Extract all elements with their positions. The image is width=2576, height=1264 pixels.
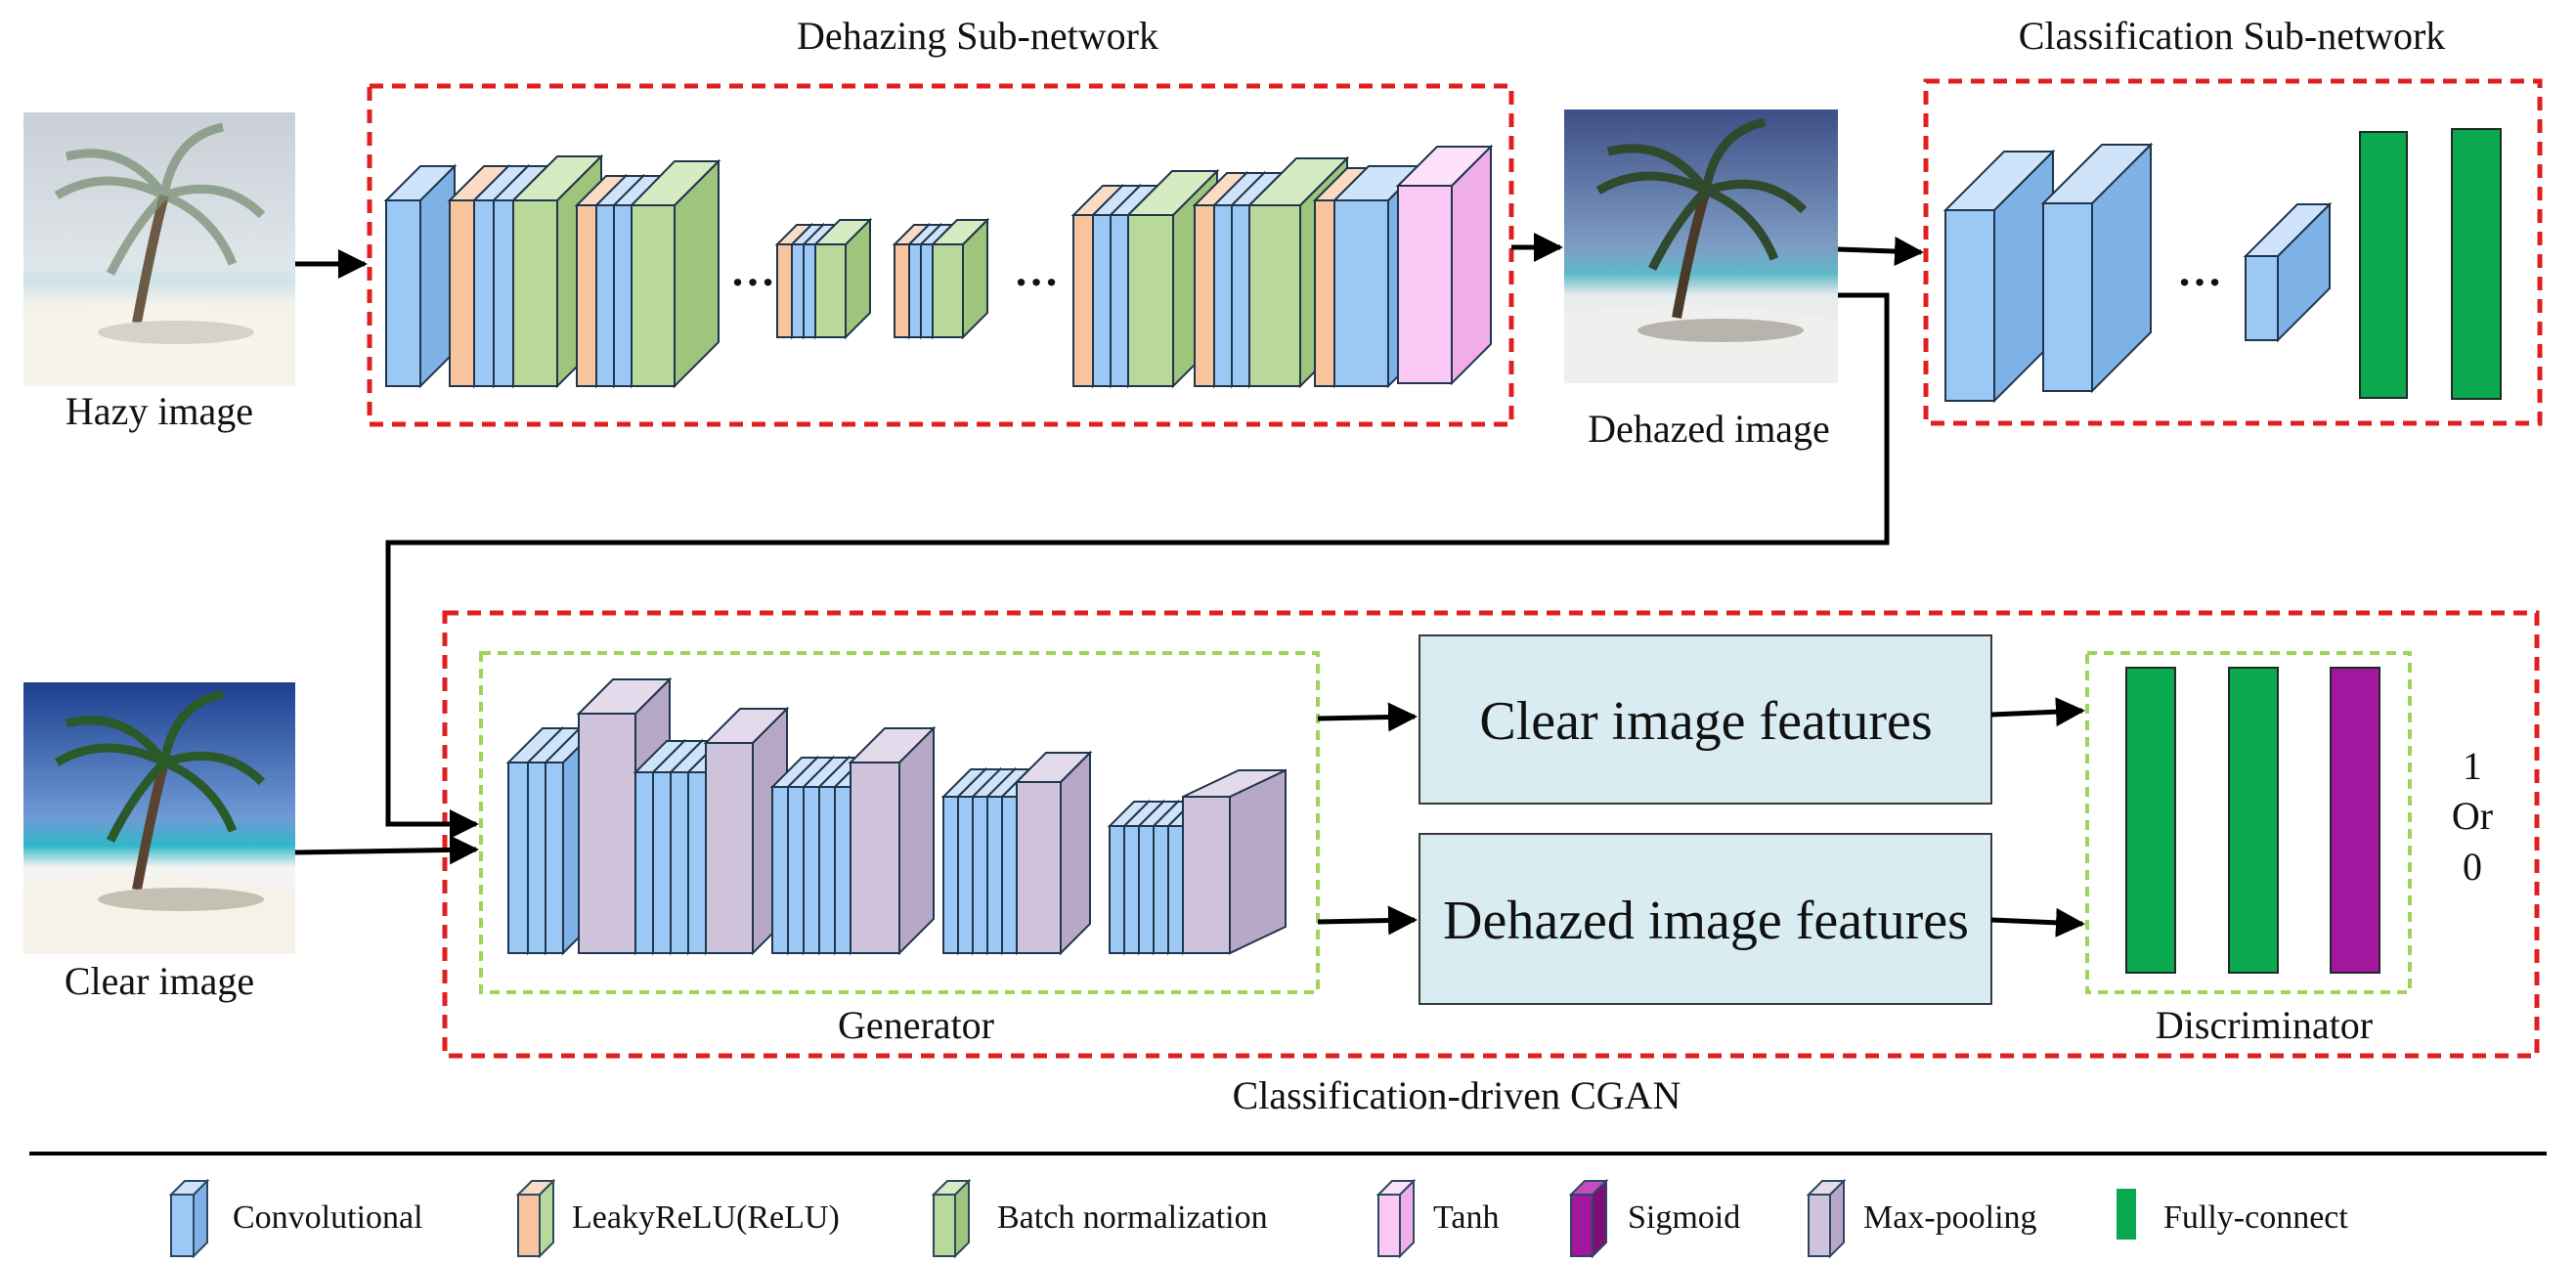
fully-connect-layer xyxy=(2228,667,2279,974)
fully-connect-layer xyxy=(2125,667,2176,974)
discriminator-frame xyxy=(2085,651,2412,994)
generator-to-clear-features-arrow xyxy=(1317,702,1418,732)
cgan-frame xyxy=(442,610,2540,1059)
output-value-0: 0 xyxy=(2463,845,2482,889)
ellipsis: … xyxy=(1014,245,1059,295)
dehazed-to-generator-path xyxy=(385,292,1890,839)
cgan-title: Classification-driven CGAN xyxy=(1233,1073,1681,1117)
batchnorm-layer xyxy=(812,217,873,340)
legend-item-tanh: Tanh xyxy=(1375,1178,1500,1259)
legend-item-maxpooling: Max-pooling xyxy=(1806,1178,2037,1259)
legend-label: Convolutional xyxy=(233,1199,423,1236)
fully-connect-layer xyxy=(2359,131,2408,399)
classification-layers: … xyxy=(1943,128,2502,404)
dehazed-image xyxy=(1564,109,1838,383)
discriminator-label: Discriminator xyxy=(2156,1003,2373,1047)
tanh-icon xyxy=(1375,1178,1417,1259)
output-value-or: Or xyxy=(2452,794,2493,838)
clear-image-label: Clear image xyxy=(65,959,254,1003)
convolutional-icon xyxy=(168,1178,210,1259)
batchnorm-layer xyxy=(629,158,721,389)
sigmoid-layer xyxy=(2330,667,2380,974)
dehazing-layers: … … xyxy=(383,144,1494,389)
conv-layer xyxy=(2243,201,2333,343)
dehazed-features-box xyxy=(1419,833,1992,1005)
max-pooling-icon xyxy=(1806,1178,1847,1259)
legend-label: Batch normalization xyxy=(997,1199,1268,1236)
clear-features-box xyxy=(1419,634,1992,805)
maxpool-layer xyxy=(1182,768,1287,955)
batch-normalization-icon xyxy=(931,1178,972,1259)
legend-label: Tanh xyxy=(1433,1199,1500,1236)
conv-layer xyxy=(2040,142,2154,394)
generator-layers xyxy=(505,676,1287,956)
dehazed-to-classification-arrow xyxy=(1837,237,1924,267)
clear-features-label: Clear image features xyxy=(1479,691,1932,752)
classification-title: Classification Sub-network xyxy=(2019,14,2446,58)
legend-item-fullyconnect: Fully-connect xyxy=(2117,1189,2348,1240)
maxpool-layer xyxy=(848,725,937,956)
dehazed-features-to-discriminator-arrow xyxy=(1990,907,2085,937)
legend-item-leakyrelu: LeakyReLU(ReLU) xyxy=(515,1178,840,1259)
clear-image xyxy=(23,682,295,954)
fully-connect-icon xyxy=(2117,1189,2136,1240)
legend-item-convolutional: Convolutional xyxy=(168,1178,423,1259)
ellipsis: … xyxy=(2177,245,2222,295)
connections xyxy=(294,233,2085,937)
sigmoid-icon xyxy=(1568,1178,1609,1259)
conv-layer xyxy=(1943,149,2056,404)
hazy-image xyxy=(23,112,295,386)
leakyrelu-icon xyxy=(515,1178,556,1259)
tanh-layer xyxy=(1395,144,1494,386)
output-value-1: 1 xyxy=(2463,744,2482,788)
dehazing-subnetwork-frame xyxy=(367,83,1514,427)
legend-item-sigmoid: Sigmoid xyxy=(1568,1178,1740,1259)
dehazed-image-label: Dehazed image xyxy=(1588,407,1830,451)
conv-layer xyxy=(383,163,458,389)
batchnorm-layer xyxy=(930,217,990,340)
dehazing-title: Dehazing Sub-network xyxy=(797,14,1158,58)
fully-connect-layer xyxy=(2451,128,2502,400)
clear-to-generator-arrow xyxy=(294,835,479,865)
legend-label: Max-pooling xyxy=(1863,1199,2037,1236)
legend: Convolutional LeakyReLU(ReLU) Batch norm… xyxy=(168,1178,2348,1259)
legend-label: Sigmoid xyxy=(1628,1199,1740,1236)
generator-label: Generator xyxy=(838,1003,994,1047)
legend-item-batchnorm: Batch normalization xyxy=(931,1178,1268,1259)
ellipsis: … xyxy=(730,245,775,295)
dehazed-features-label: Dehazed image features xyxy=(1443,891,1969,951)
legend-label: Fully-connect xyxy=(2163,1199,2348,1236)
legend-label: LeakyReLU(ReLU) xyxy=(572,1199,840,1236)
generator-frame xyxy=(479,651,1320,994)
hazy-image-label: Hazy image xyxy=(65,389,253,433)
classification-subnetwork-frame xyxy=(1923,78,2543,426)
generator-to-dehazed-features-arrow xyxy=(1317,905,1418,936)
maxpool-layer xyxy=(1014,750,1093,956)
clear-features-to-discriminator-arrow xyxy=(1990,697,2085,727)
